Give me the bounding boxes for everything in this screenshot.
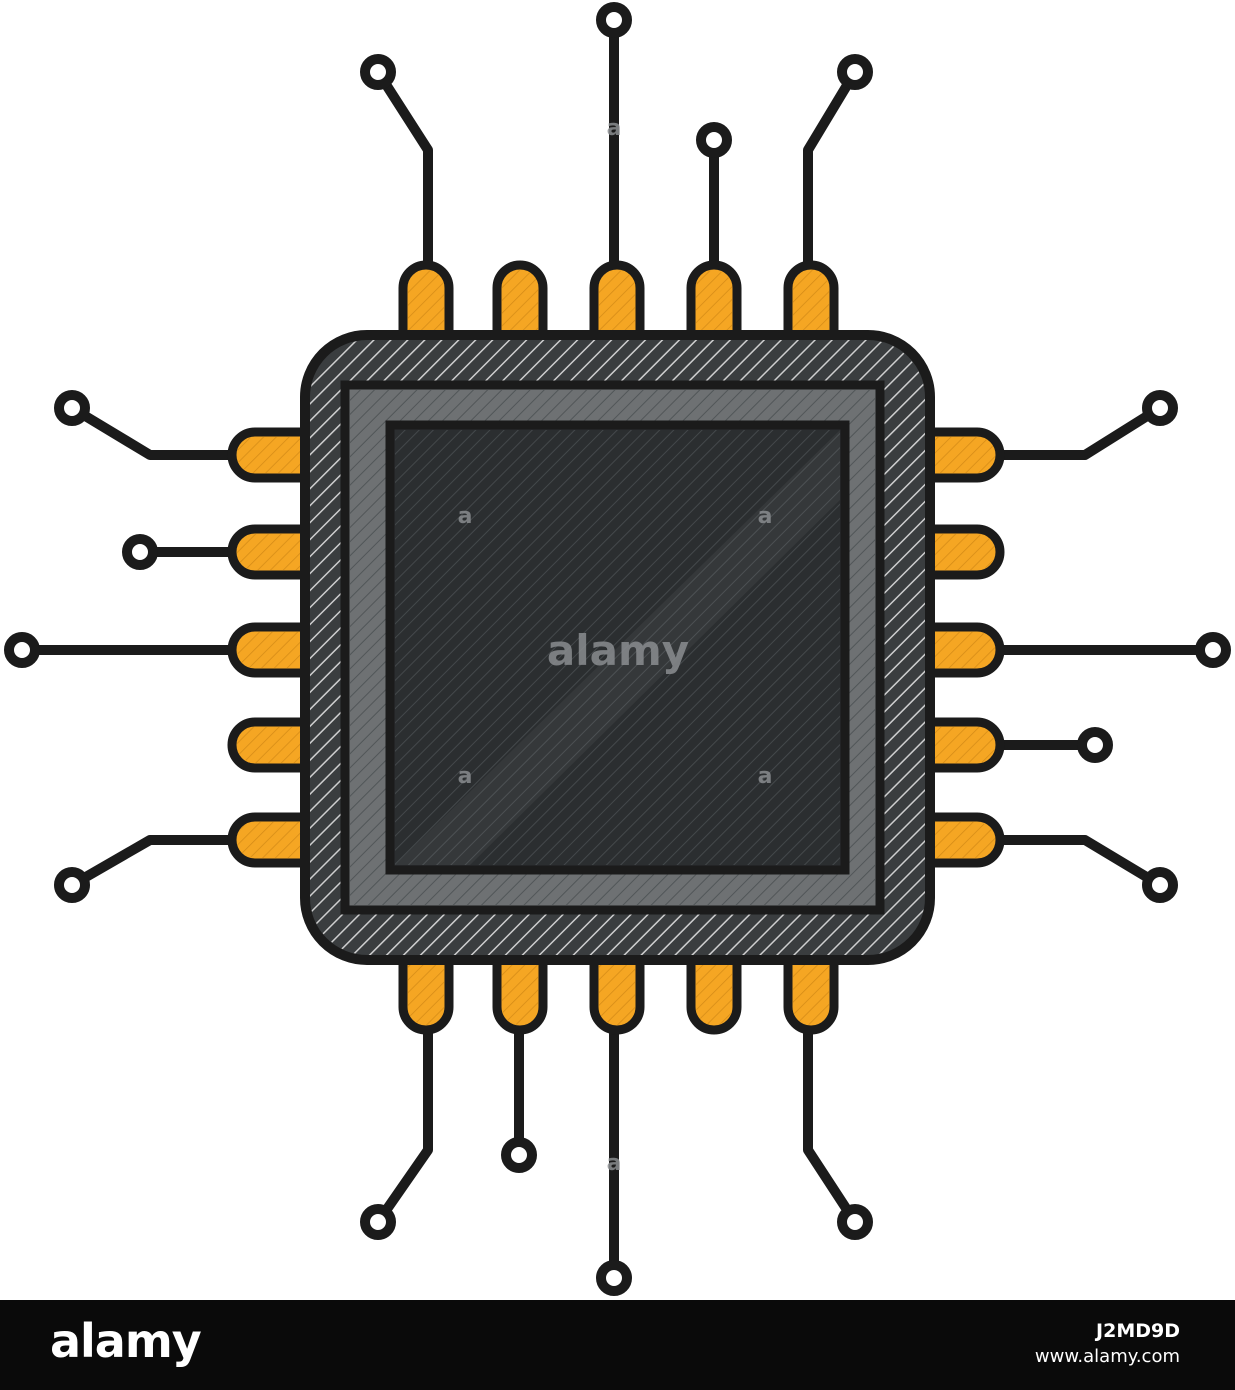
image-meta: J2MD9D www.alamy.com xyxy=(1035,1318,1180,1370)
chip-core xyxy=(385,420,850,875)
watermark-mark: a xyxy=(607,116,622,141)
watermark-mark: a xyxy=(758,764,773,789)
watermark-mark: a xyxy=(758,504,773,529)
watermark-mark: a xyxy=(458,764,473,789)
image-id: J2MD9D xyxy=(1096,1320,1180,1342)
watermark: alamy a a a a a a xyxy=(458,116,773,1176)
trace-end-dots xyxy=(4,2,1231,1296)
circuit-traces xyxy=(17,15,1218,1283)
cpu-chip-icon: alamy a a a a a a xyxy=(4,2,1231,1296)
illustration-canvas: alamy a a a a a a xyxy=(4,2,1231,1296)
site-url: www.alamy.com xyxy=(1034,1346,1180,1367)
alamy-logo: alamy xyxy=(50,1314,202,1368)
watermark-mark: a xyxy=(458,504,473,529)
footer-bar: alamy J2MD9D www.alamy.com xyxy=(0,1300,1235,1390)
watermark-center-text: alamy xyxy=(547,626,689,675)
watermark-mark: a xyxy=(607,1151,622,1176)
